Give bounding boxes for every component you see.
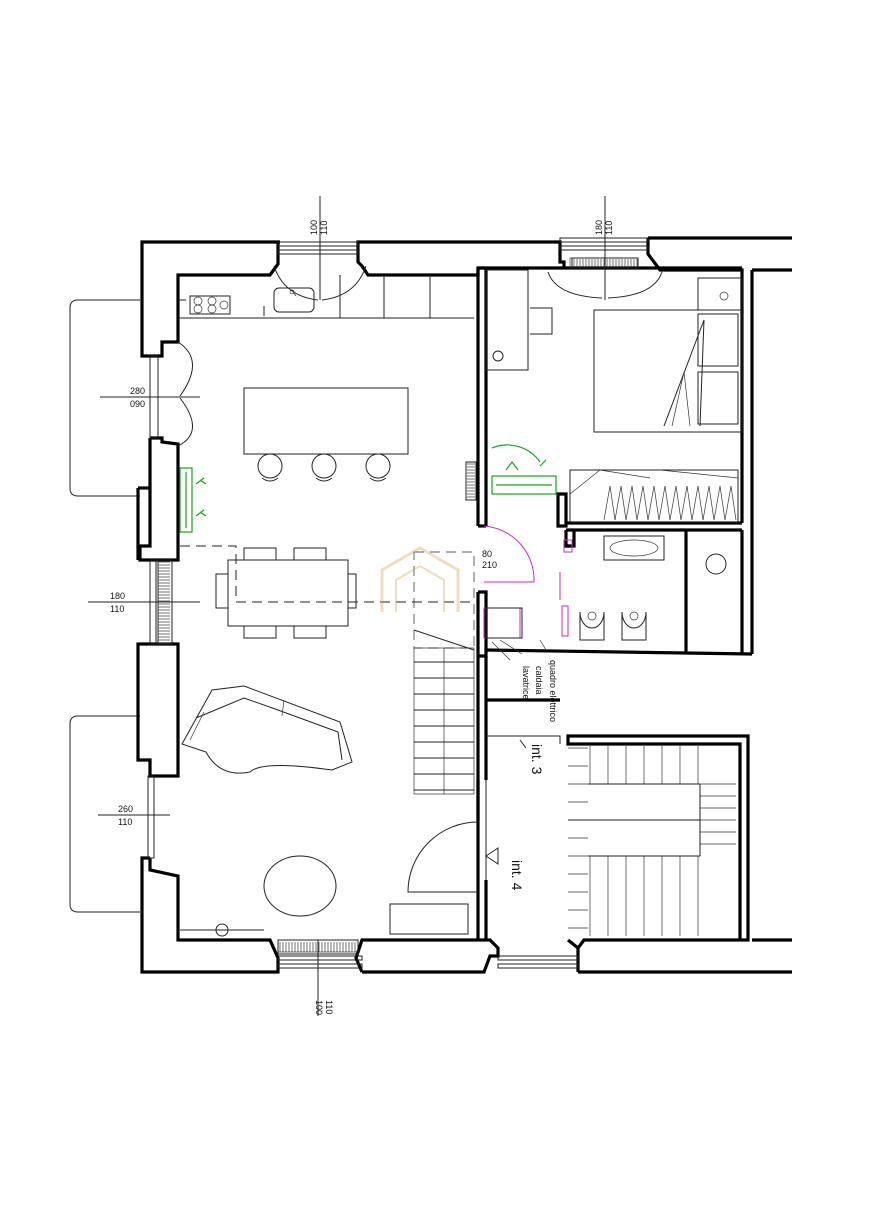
common-stairwell xyxy=(485,735,736,936)
dim-left-2a: 180 xyxy=(110,591,125,601)
dim-door-a: 80 xyxy=(482,549,492,559)
utility-labels: quadro elettrico caldaia lavatrice int. … xyxy=(509,660,558,891)
rug xyxy=(263,855,337,917)
windows xyxy=(88,196,663,1016)
dim-top-left-a: 100 xyxy=(309,220,319,235)
bathroom xyxy=(579,535,727,641)
dim-left-2b: 110 xyxy=(110,604,124,614)
label-lavatrice: lavatrice xyxy=(521,666,531,700)
utility-markers xyxy=(485,607,547,661)
entrance-door xyxy=(407,821,479,893)
kitchen xyxy=(178,275,474,482)
dim-top-left-b: 110 xyxy=(319,221,329,235)
label-int4: int. 4 xyxy=(509,860,525,891)
label-int3: int. 3 xyxy=(529,744,545,775)
dim-top-right-a: 180 xyxy=(594,220,604,235)
dim-left-1a: 280 xyxy=(130,386,145,396)
bedroom xyxy=(485,269,743,523)
radiators xyxy=(155,257,639,955)
dim-bottom-b: 110 xyxy=(324,1000,334,1014)
dim-left-3a: 260 xyxy=(118,804,133,814)
watermark-logo xyxy=(380,546,460,612)
label-caldaia: caldaia xyxy=(534,666,544,695)
dim-left-1b: 090 xyxy=(130,399,145,409)
dining-table xyxy=(180,545,474,639)
label-quadro: quadro elettrico xyxy=(548,660,558,722)
balcony-top xyxy=(69,299,140,497)
sofa xyxy=(181,685,353,774)
dim-top-right-b: 110 xyxy=(604,221,614,235)
dim-door-b: 210 xyxy=(482,560,497,570)
floor-lamp xyxy=(215,923,229,937)
dim-left-3b: 110 xyxy=(118,817,132,827)
door-swings xyxy=(483,525,573,639)
dimension-labels: 100 110 180 110 280 090 180 110 260 110 … xyxy=(110,220,614,1015)
plant-boxes xyxy=(179,444,557,533)
shoe-cabinet xyxy=(389,903,469,935)
interior-walls xyxy=(476,266,753,940)
internal-stairs xyxy=(413,551,475,795)
balcony-bottom xyxy=(69,715,140,913)
dim-bottom-a: 100 xyxy=(314,1000,324,1015)
